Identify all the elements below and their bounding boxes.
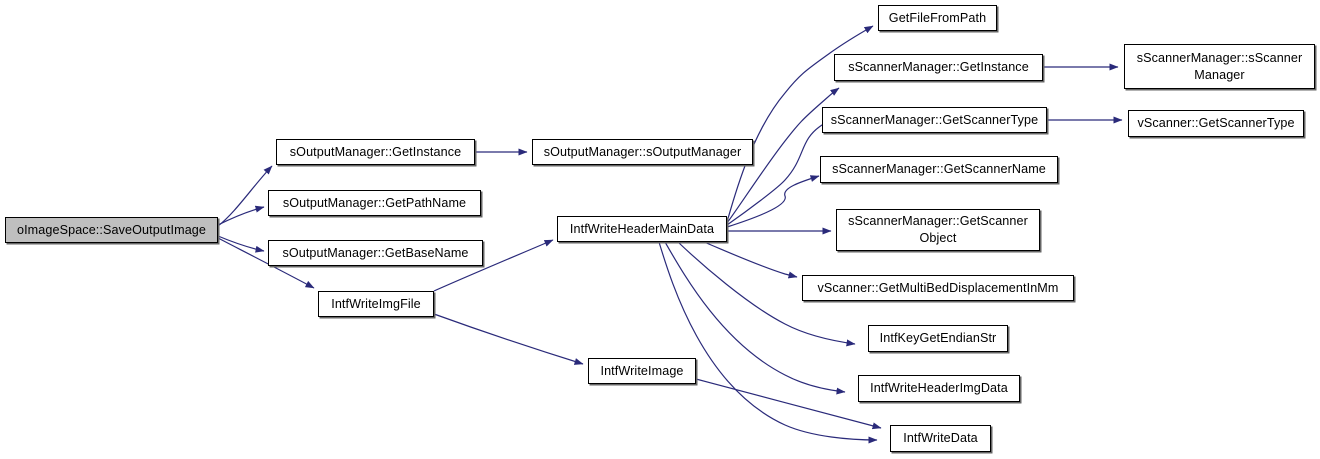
- graph-node-label: IntfWriteImage: [600, 363, 684, 378]
- graph-node-n13[interactable]: vScanner::GetMultiBedDisplacementInMm: [802, 275, 1074, 301]
- call-edge-n6-to-n9: [726, 87, 840, 224]
- call-edge-n0-to-n3: [217, 235, 265, 253]
- graph-node-label: sScannerManager::GetScannerType: [830, 112, 1039, 127]
- call-edge-n4-to-n6: [433, 239, 554, 292]
- graph-node-label: IntfWriteHeaderImgData: [870, 381, 1008, 395]
- graph-node-n6[interactable]: IntfWriteHeaderMainData: [557, 216, 727, 242]
- graph-node-n5[interactable]: sOutputManager::sOutputManager: [532, 139, 753, 165]
- graph-node-label: GetFileFromPath: [888, 10, 987, 25]
- graph-node-n1[interactable]: sOutputManager::GetInstance: [276, 139, 475, 165]
- graph-node-label: sOutputManager::sOutputManager: [543, 144, 742, 159]
- graph-node-n12[interactable]: sScannerManager::GetScanner Object: [836, 209, 1040, 251]
- graph-node-label: sOutputManager::GetInstance: [289, 144, 462, 159]
- graph-node-n16[interactable]: IntfWriteData: [890, 425, 991, 452]
- graph-node-label: sScannerManager::GetScanner Object: [848, 214, 1028, 245]
- graph-node-n0[interactable]: oImageSpace::SaveOutputImage: [5, 217, 218, 243]
- graph-node-n9[interactable]: sScannerManager::GetInstance: [834, 54, 1043, 81]
- graph-node-n8[interactable]: GetFileFromPath: [878, 5, 997, 31]
- call-edge-n6-to-n15: [664, 241, 846, 395]
- graph-node-label: IntfWriteImgFile: [331, 296, 421, 311]
- graph-node-label: sOutputManager::GetBaseName: [282, 245, 469, 260]
- graph-node-label: IntfWriteData: [903, 431, 978, 445]
- graph-node-label: oImageSpace::SaveOutputImage: [16, 222, 207, 237]
- graph-node-n2[interactable]: sOutputManager::GetPathName: [268, 190, 481, 216]
- call-edge-n0-to-n4: [217, 237, 315, 289]
- graph-node-n10[interactable]: sScannerManager::GetScannerType: [822, 107, 1047, 133]
- call-edge-n0-to-n1: [217, 165, 273, 227]
- call-edge-n6-to-n14: [677, 241, 856, 347]
- edge-layer: [217, 25, 1123, 444]
- graph-node-label: IntfKeyGetEndianStr: [879, 331, 997, 345]
- call-edge-n7-to-n16: [695, 378, 882, 430]
- graph-node-label: sScannerManager::GetInstance: [848, 60, 1029, 74]
- graph-node-label: sOutputManager::GetPathName: [282, 195, 467, 210]
- graph-node-n11[interactable]: sScannerManager::GetScannerName: [820, 156, 1058, 183]
- graph-node-label: sScannerManager::sScanner Manager: [1136, 50, 1303, 82]
- graph-node-n15[interactable]: IntfWriteHeaderImgData: [858, 375, 1020, 402]
- call-edge-n6-to-n11: [726, 175, 820, 228]
- call-edge-n0-to-n2: [217, 205, 265, 226]
- graph-node-label: vScanner::GetMultiBedDisplacementInMm: [817, 280, 1059, 295]
- graph-node-n14[interactable]: IntfKeyGetEndianStr: [868, 325, 1008, 352]
- graph-node-label: vScanner::GetScannerType: [1137, 116, 1295, 130]
- graph-node-label: sScannerManager::GetScannerName: [832, 162, 1046, 176]
- graph-node-n7[interactable]: IntfWriteImage: [588, 358, 696, 384]
- graph-node-n3[interactable]: sOutputManager::GetBaseName: [268, 240, 483, 266]
- graph-node-n17[interactable]: sScannerManager::sScanner Manager: [1124, 44, 1315, 89]
- graph-node-n4[interactable]: IntfWriteImgFile: [318, 291, 434, 317]
- call-edge-n4-to-n7: [433, 313, 584, 365]
- graph-node-label: IntfWriteHeaderMainData: [569, 221, 715, 236]
- call-edge-n6-to-n13: [703, 241, 798, 279]
- graph-node-n18[interactable]: vScanner::GetScannerType: [1128, 110, 1304, 137]
- call-edge-n6-to-n16: [658, 241, 878, 444]
- call-edge-n6-to-n8: [726, 25, 874, 223]
